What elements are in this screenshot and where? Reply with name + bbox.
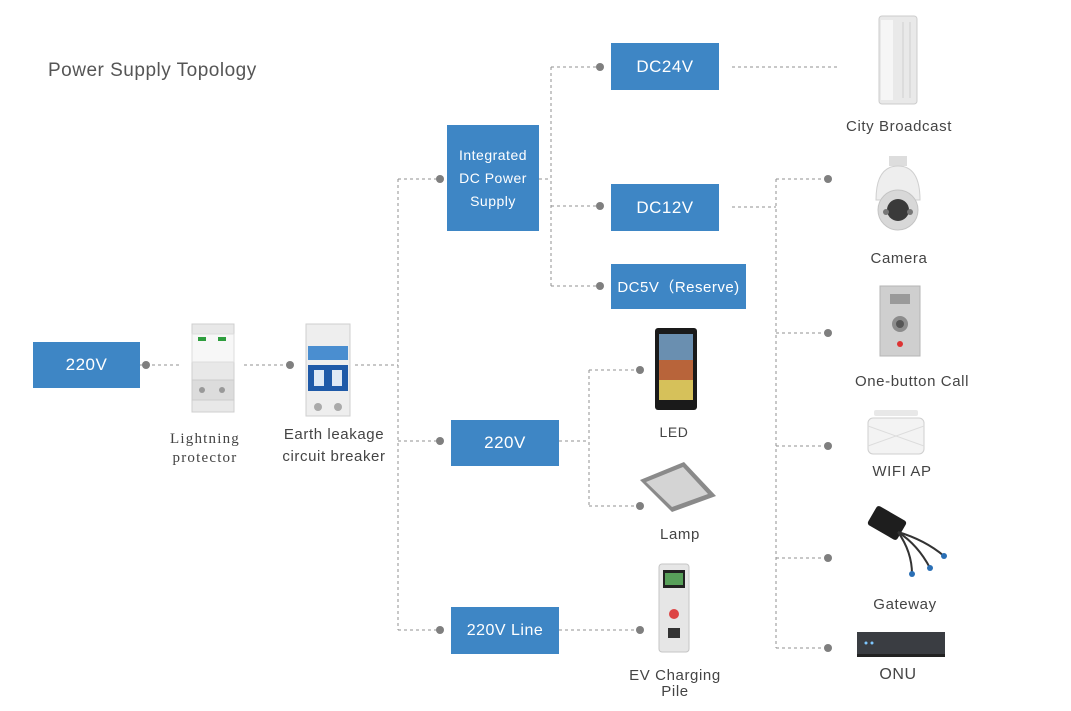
city-broadcast-icon (878, 15, 918, 105)
one-button-call-icon (879, 285, 921, 357)
ev-charging-pile-icon (658, 563, 690, 653)
wifi-ap-label: WIFI AP (872, 463, 932, 480)
gateway-label: Gateway (873, 596, 937, 613)
earth-leakage-breaker-label: Earth leakage circuit breaker (282, 426, 386, 465)
one-button-call-label: One-button Call (854, 373, 970, 390)
dc24v-box: DC24V (611, 43, 719, 90)
connector-lines (140, 66, 840, 649)
lamp-label: Lamp (660, 526, 700, 543)
integrated-dc-power-supply-box: Integrated DC Power Supply (447, 125, 539, 231)
connector-dots (142, 63, 832, 652)
wifi-ap-icon (867, 410, 925, 455)
street-lamp-icon (640, 462, 716, 512)
dc5v-reserve-box: DC5V（Reserve) (611, 264, 746, 309)
mid-220v-box: 220V (451, 420, 559, 466)
220v-line-box: 220V Line (451, 607, 559, 654)
ev-charging-pile-label: EV Charging Pile (629, 667, 721, 700)
camera-label: Camera (870, 250, 928, 267)
dc12v-box: DC12V (611, 184, 719, 231)
led-screen-icon (655, 328, 697, 410)
onu-icon (857, 632, 945, 657)
led-label: LED (659, 424, 689, 440)
gateway-icon (867, 506, 947, 577)
circuit-breaker-icon (305, 323, 351, 417)
city-broadcast-label: City Broadcast (846, 118, 952, 135)
camera-icon (875, 156, 921, 231)
lightning-protector-label: Lightning protector (170, 431, 240, 466)
page-title: Power Supply Topology (48, 60, 257, 81)
source-220v-box: 220V (33, 342, 140, 388)
onu-label: ONU (879, 666, 917, 683)
lightning-protector-icon (191, 323, 235, 413)
